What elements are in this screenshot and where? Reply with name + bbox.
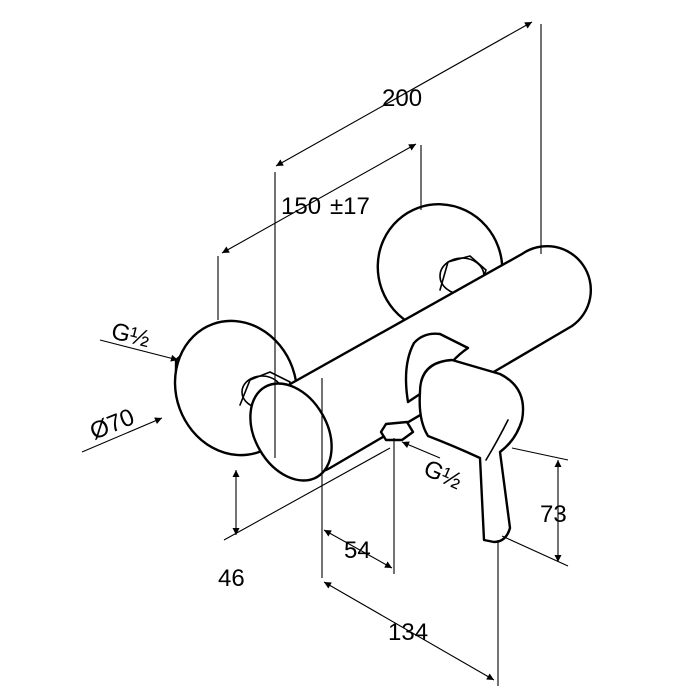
label-depth-46: 46 [218, 565, 245, 592]
label-outlet-offset: 54 [344, 537, 371, 564]
handle-lever [418, 358, 525, 544]
label-center-tolerance: ±17 [330, 193, 370, 220]
label-height-73: 73 [540, 501, 567, 528]
label-projection: 134 [388, 619, 428, 646]
label-outlet-thread: G½ [420, 455, 466, 495]
label-overall-width: 200 [382, 85, 422, 112]
outlet-nozzle [379, 420, 415, 442]
faucet-assembly [173, 203, 592, 544]
label-inlet-thread: G½ [109, 318, 153, 354]
dimension-lines [81, 21, 569, 686]
label-center-distance: 150 [281, 193, 321, 220]
